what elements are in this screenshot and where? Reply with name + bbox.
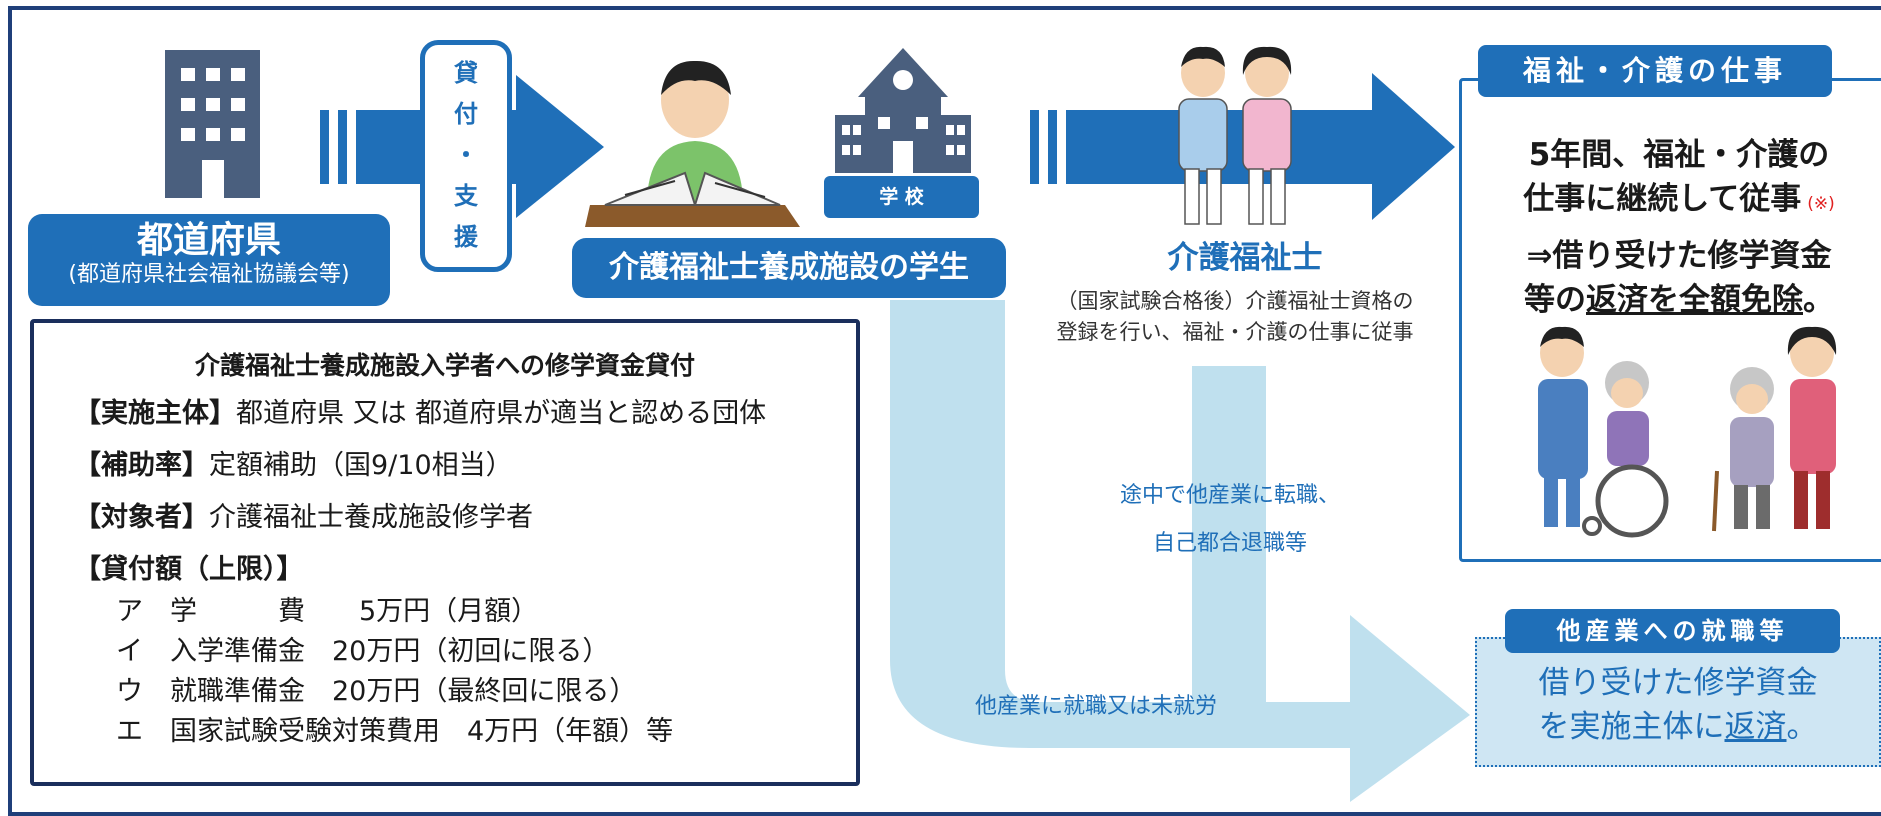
loan-support-box: 貸 付 ・ 支 援 xyxy=(420,40,512,272)
welfare-result-suffix: 。 xyxy=(1803,282,1834,318)
welfare-job-tag: 福祉・介護の仕事 xyxy=(1478,45,1832,97)
repay-line2: を実施主体に返済。 xyxy=(1477,705,1879,749)
other-industry-tag: 他産業への就職等 xyxy=(1505,609,1840,653)
info-row-amount: 【貸付額（上限）】 xyxy=(74,553,304,587)
loan-char: 支 xyxy=(454,182,478,210)
job-change-label: 途中で他産業に転職、 自己都合退職等 xyxy=(1070,472,1390,568)
repay-text: 返済 xyxy=(1724,709,1787,745)
info-value: 都道府県 又は 都道府県が適当と認める団体 xyxy=(236,398,767,429)
loan-char: 付 xyxy=(454,100,478,128)
care-workers-icon xyxy=(1178,46,1292,225)
info-row-subsidy: 【補助率】定額補助（国9/10相当） xyxy=(74,449,513,483)
prefecture-subtitle: (都道府県社会福祉協議会等) xyxy=(68,262,350,287)
loan-char: 貸 xyxy=(454,59,478,87)
info-item: イ 入学準備金 20万円（初回に限る） xyxy=(116,636,610,667)
loan-info-box: 介護福祉士養成施設入学者への修学資金貸付 【実施主体】都道府県 又は 都道府県が… xyxy=(30,319,860,786)
welfare-condition-text: 仕事に継続して従事 xyxy=(1523,181,1802,217)
loan-char: ・ xyxy=(454,141,478,169)
welfare-result-prefix: 等の xyxy=(1524,282,1586,318)
prefecture-label: 都道府県 (都道府県社会福祉協議会等) xyxy=(28,214,390,306)
welfare-condition-line2: 仕事に継続して従事(※) xyxy=(1462,177,1881,226)
repay-line: 借り受けた修学資金 xyxy=(1538,665,1818,701)
info-value: 定額補助（国9/10相当） xyxy=(209,450,513,481)
info-item: ア 学 費 5万円（月額） xyxy=(116,596,539,627)
welfare-condition-line: 5年間、福祉・介護の xyxy=(1528,137,1830,173)
info-label: 【補助率】 xyxy=(74,450,209,481)
welfare-result-line: ⇒借り受けた修学資金 xyxy=(1526,238,1832,274)
info-label: 【対象者】 xyxy=(74,502,209,533)
repay-prefix: を実施主体に xyxy=(1538,709,1725,745)
care-worker-desc-line: （国家試験合格後）介護福祉士資格の xyxy=(1056,289,1414,313)
note-mark: (※) xyxy=(1807,194,1835,214)
info-item: エ 国家試験受験対策費用 4万円（年額）等 xyxy=(116,716,674,747)
other-industry-flow-label: 他産業に就職又は未就労 xyxy=(975,694,1218,719)
welfare-job-box: 5年間、福祉・介護の 仕事に継続して従事(※) ⇒借り受けた修学資金 等の返済を… xyxy=(1459,78,1881,562)
welfare-result-line2: 等の返済を全額免除。 xyxy=(1462,278,1881,322)
prefecture-title: 都道府県 xyxy=(136,220,281,261)
welfare-exemption-text: 返済を全額免除 xyxy=(1586,282,1803,318)
repay-suffix: 。 xyxy=(1786,709,1818,745)
job-change-line: 自己都合退職等 xyxy=(1152,531,1307,556)
caregiver-elderly-icon xyxy=(1538,326,1837,538)
other-industry-box: 借り受けた修学資金 を実施主体に返済。 xyxy=(1475,637,1881,767)
info-value: 介護福祉士養成施設修学者 xyxy=(209,502,533,533)
info-item: ウ 就職準備金 20万円（最終回に限る） xyxy=(116,676,637,707)
care-worker-description: （国家試験合格後）介護福祉士資格の 登録を行い、福祉・介護の仕事に従事 xyxy=(1010,286,1460,348)
info-heading: 介護福祉士養成施設入学者への修学資金貸付 xyxy=(194,351,695,380)
flow-arrow-other-industry xyxy=(890,300,1470,802)
info-row-operator: 【実施主体】都道府県 又は 都道府県が適当と認める団体 xyxy=(74,397,766,431)
care-worker-desc-line: 登録を行い、福祉・介護の仕事に従事 xyxy=(1056,320,1414,344)
loan-char: 援 xyxy=(454,223,478,251)
office-building-icon xyxy=(165,50,260,198)
diagram-frame xyxy=(8,6,1881,816)
school-badge: 学 校 xyxy=(824,176,979,218)
job-change-line: 途中で他産業に転職、 xyxy=(1119,483,1340,508)
school-building-icon xyxy=(835,48,971,173)
info-row-target: 【対象者】介護福祉士養成施設修学者 xyxy=(74,501,533,535)
care-worker-title: 介護福祉士 xyxy=(1167,240,1323,276)
student-studying-icon xyxy=(585,60,800,227)
info-label: 【貸付額（上限）】 xyxy=(74,554,304,585)
info-label: 【実施主体】 xyxy=(74,398,236,429)
student-label: 介護福祉士養成施設の学生 xyxy=(572,238,1006,298)
